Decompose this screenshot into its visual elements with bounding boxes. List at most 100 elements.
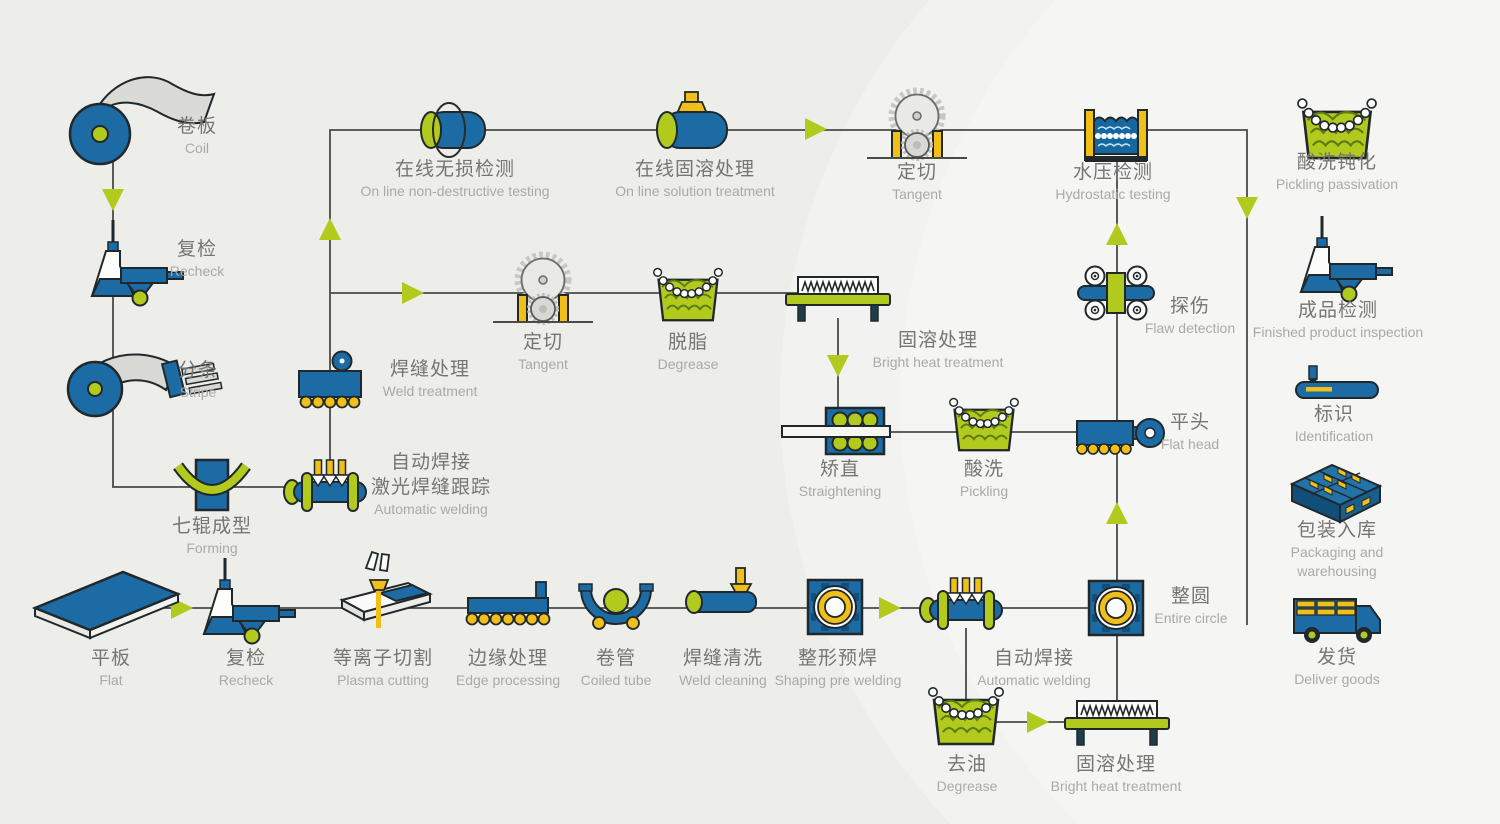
step-en: Plasma cutting <box>337 672 429 688</box>
step-en: Pickling <box>959 483 1009 499</box>
label-degrease2: 去油 Degrease <box>937 752 998 796</box>
step-zh: 焊缝处理 <box>389 359 471 380</box>
label-packaging: 包装入库 Packaging and warehousing <box>1291 518 1384 581</box>
flaw-detection-icon <box>1077 265 1155 321</box>
label-plasma-cutting: 等离子切割 Plasma cutting <box>333 646 433 690</box>
step-zh: 边缘处理 <box>467 648 549 669</box>
step-zh: 自动焊接 <box>993 648 1074 669</box>
step-zh: 酸洗钝化 <box>1296 152 1378 173</box>
step-zh: 平头 <box>1169 412 1210 433</box>
step-zh: 去油 <box>946 754 988 775</box>
label-stripe: 分条 Stripe <box>178 358 218 402</box>
straightening-icon <box>781 406 891 456</box>
step-zh: 复检 <box>225 648 266 669</box>
step-en: Flat <box>99 672 123 688</box>
step-en: On line solution treatment <box>615 183 775 199</box>
online-ndt-icon <box>420 102 486 158</box>
flow-arrow-right <box>402 282 424 304</box>
label-degrease-mid: 脱脂 Degrease <box>658 330 719 374</box>
identification-icon <box>1295 365 1379 399</box>
degrease-tank-icon <box>652 267 724 322</box>
step-zh: 固溶处理 <box>897 330 978 351</box>
step-en: Flat head <box>1160 436 1220 452</box>
step-en: Pickling passivation <box>1275 176 1399 192</box>
step-zh: 发货 <box>1316 647 1358 668</box>
step-en: On line non-destructive testing <box>360 183 550 199</box>
step-en: Edge processing <box>455 672 561 688</box>
label-hydrostatic: 水压检测 Hydrostatic testing <box>1055 160 1170 204</box>
packaging-boxes-icon <box>1289 463 1383 524</box>
label-entire-circle: 整圆 Entire circle <box>1154 584 1227 628</box>
coil-icon <box>68 76 216 166</box>
flow-arrow-right <box>805 118 827 140</box>
plasma-cutting-icon <box>339 550 433 628</box>
step-en: Packaging and <box>1290 544 1384 560</box>
step-en: Straightening <box>798 483 882 499</box>
step-zh: 水压检测 <box>1072 162 1154 183</box>
step-en: Deliver goods <box>1294 671 1380 687</box>
step-en: Coil <box>184 140 210 156</box>
step-zh: 标识 <box>1313 404 1355 425</box>
label-straightening: 矫直 Straightening <box>799 457 882 501</box>
shaping-pre-welding-icon <box>808 580 862 634</box>
step-zh: 矫直 <box>819 459 861 480</box>
step-en: Recheck <box>169 263 225 279</box>
label-pickling: 酸洗 Pickling <box>960 457 1008 501</box>
automatic-welding-icon <box>283 459 367 512</box>
recheck-icon <box>203 557 296 645</box>
step-en: Shaping pre welding <box>774 672 902 688</box>
label-tangent-top: 定切 Tangent <box>892 160 942 204</box>
flow-arrow-down <box>1236 197 1258 219</box>
step-zh: 焊缝清洗 <box>682 648 763 669</box>
step-zh: 定切 <box>896 162 938 183</box>
step-zh: 激光焊缝跟踪 <box>370 477 492 498</box>
flow-arrow-right <box>879 597 901 619</box>
label-automatic-welding-main: 自动焊接 激光焊缝跟踪 Automatic welding <box>371 450 491 519</box>
label-flaw-detection: 探伤 Flaw detection <box>1145 294 1235 338</box>
label-recheck1: 复检 Recheck <box>170 237 224 281</box>
edge-processing-icon <box>465 581 551 626</box>
forming-icon <box>173 458 251 512</box>
stripe-icon <box>66 353 223 418</box>
step-zh: 自动焊接 <box>390 452 472 473</box>
label-bright-heat2: 固溶处理 Bright heat treatment <box>1051 752 1182 796</box>
flow-arrow-down <box>827 355 849 377</box>
label-pickling-passivation: 酸洗钝化 Pickling passivation <box>1276 150 1398 194</box>
step-en: Bright heat treatment <box>1050 778 1182 794</box>
weld-treatment-icon <box>298 350 362 409</box>
label-edge-processing: 边缘处理 Edge processing <box>456 646 560 690</box>
step-en: Degrease <box>936 778 998 794</box>
step-zh: 在线固溶处理 <box>634 159 755 180</box>
label-bright-heat-mid: 固溶处理 Bright heat treatment <box>873 328 1004 372</box>
truck-icon <box>1293 598 1381 643</box>
step-zh: 在线无损检测 <box>394 159 516 180</box>
flow-arrow-up <box>1106 223 1128 245</box>
step-en: Identification <box>1294 428 1374 444</box>
entire-circle-icon <box>1089 581 1143 635</box>
flat-head-icon <box>1076 418 1165 455</box>
step-en: Coiled tube <box>580 672 652 688</box>
step-zh: 整圆 <box>1170 586 1212 607</box>
step-zh: 分条 <box>177 360 219 381</box>
step-zh: 整形预焊 <box>797 648 878 669</box>
step-zh: 卷管 <box>595 648 637 669</box>
label-shaping-pre-welding: 整形预焊 Shaping pre welding <box>775 646 902 690</box>
step-en: warehousing <box>1297 563 1377 579</box>
label-forming: 七辊成型 Forming <box>172 514 252 558</box>
label-flat: 平板 Flat <box>91 646 131 690</box>
flow-arrow-right <box>1027 711 1049 733</box>
step-en: Weld treatment <box>382 383 478 399</box>
coiled-tube-icon <box>578 583 654 630</box>
label-automatic-welding2: 自动焊接 Automatic welding <box>977 646 1091 690</box>
step-en: Recheck <box>218 672 274 688</box>
label-weld-cleaning: 焊缝清洗 Weld cleaning <box>679 646 767 690</box>
step-zh: 探伤 <box>1169 296 1210 317</box>
step-zh: 复检 <box>176 239 217 260</box>
step-en: Stripe <box>179 384 217 400</box>
step-zh: 七辊成型 <box>171 516 253 537</box>
label-coiled-tube: 卷管 Coiled tube <box>581 646 652 690</box>
step-en: Weld cleaning <box>679 672 767 688</box>
step-zh: 定切 <box>522 332 564 353</box>
step-en: Tangent <box>892 186 942 202</box>
label-deliver: 发货 Deliver goods <box>1294 645 1380 689</box>
